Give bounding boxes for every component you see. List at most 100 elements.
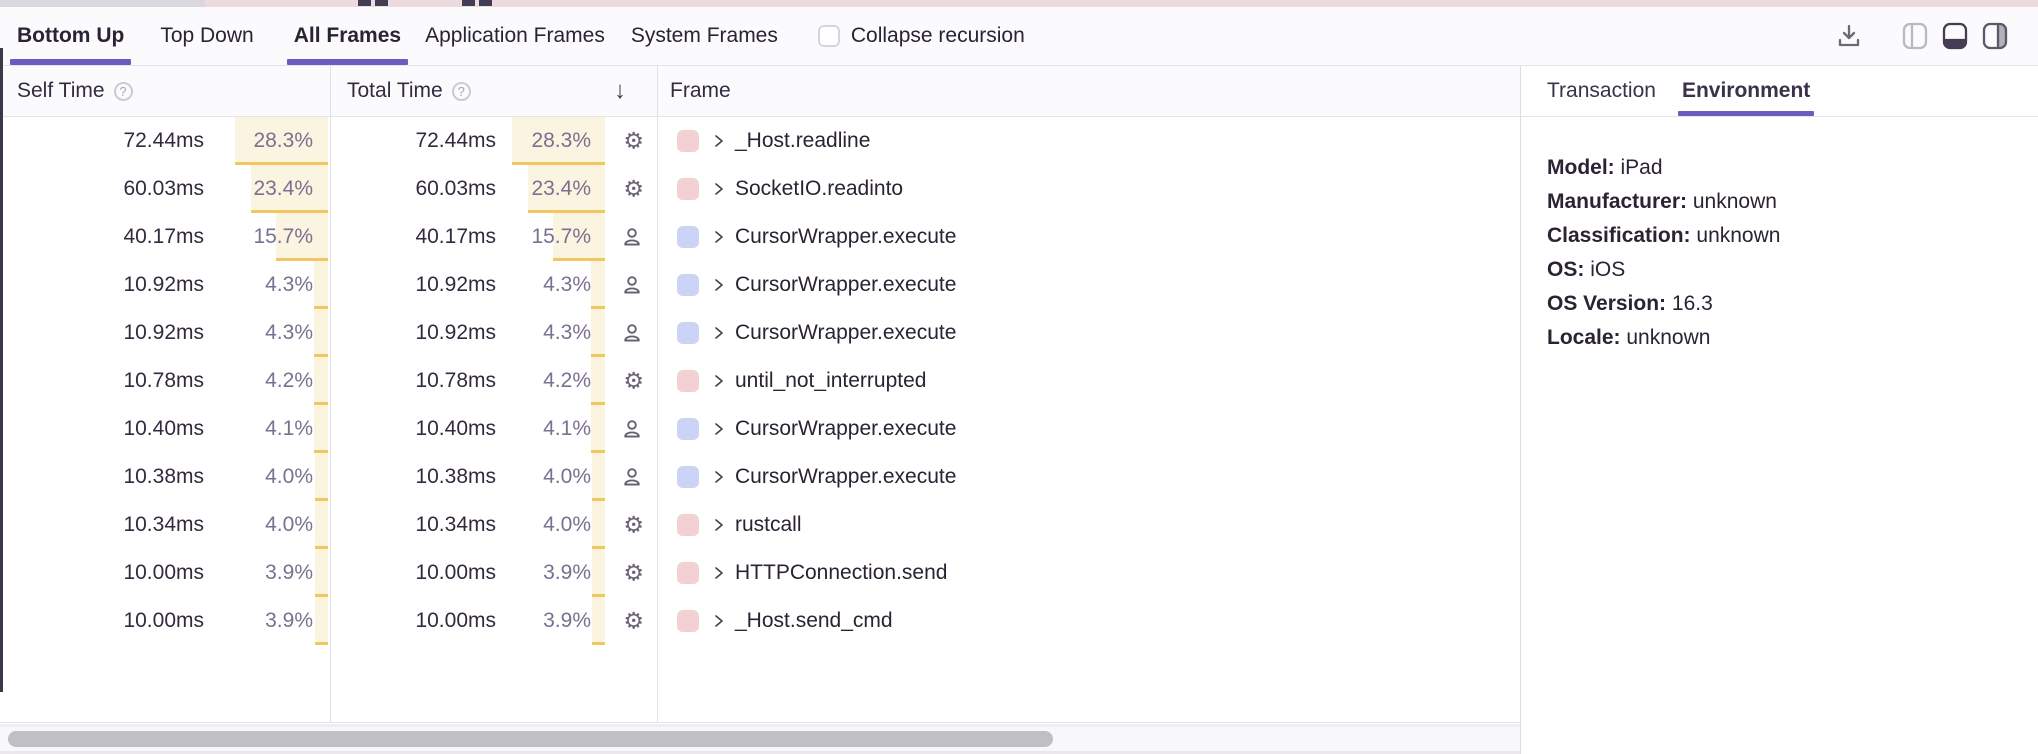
total-percent-bar bbox=[591, 261, 605, 309]
self-time-value: 10.92ms bbox=[123, 321, 204, 344]
table-row[interactable]: 60.03ms 23.4% 60.03ms 23.4% ⚙ SocketIO.r… bbox=[0, 165, 1520, 213]
layout-left-panel-icon[interactable] bbox=[1901, 21, 1929, 51]
environment-field: Classification: unknown bbox=[1547, 219, 2012, 253]
layout-bottom-panel-icon[interactable] bbox=[1941, 21, 1969, 51]
table-row[interactable]: 10.92ms 4.3% 10.92ms 4.3% bbox=[0, 309, 1520, 357]
frame-name[interactable]: CursorWrapper.execute bbox=[735, 273, 957, 296]
total-percent-bar bbox=[592, 549, 605, 597]
chevron-right-icon[interactable] bbox=[712, 565, 726, 581]
tab-environment[interactable]: Environment bbox=[1677, 66, 1815, 116]
total-time-cell: 10.92ms 4.3% bbox=[330, 261, 657, 309]
frame-name[interactable]: _Host.readline bbox=[735, 129, 871, 152]
column-divider bbox=[330, 66, 331, 723]
field-value: iOS bbox=[1590, 258, 1626, 281]
frame-color-swatch bbox=[677, 226, 699, 248]
flamegraph-minimap-strip[interactable] bbox=[0, 0, 2038, 7]
gear-icon: ⚙ bbox=[623, 559, 644, 586]
frame-color-swatch bbox=[677, 370, 699, 392]
minimap-segment bbox=[0, 0, 205, 7]
table-row[interactable]: 10.00ms 3.9% 10.00ms 3.9% ⚙ _Host.send_c… bbox=[0, 597, 1520, 645]
help-icon[interactable]: ? bbox=[451, 81, 471, 101]
field-label: Locale: bbox=[1547, 326, 1621, 349]
column-header-frame[interactable]: Frame bbox=[670, 79, 731, 102]
self-percent-value: 3.9% bbox=[265, 561, 313, 584]
frame-name[interactable]: CursorWrapper.execute bbox=[735, 321, 957, 344]
chevron-right-icon[interactable] bbox=[712, 469, 726, 485]
table-row[interactable]: 10.00ms 3.9% 10.00ms 3.9% ⚙ HTTPConnecti… bbox=[0, 549, 1520, 597]
gear-icon: ⚙ bbox=[623, 175, 644, 202]
table-row[interactable]: 10.40ms 4.1% 10.40ms 4.1% bbox=[0, 405, 1520, 453]
chevron-right-icon[interactable] bbox=[712, 373, 726, 389]
collapse-recursion-checkbox[interactable] bbox=[817, 25, 840, 47]
environment-field: OS: iOS bbox=[1547, 253, 2012, 287]
table-row[interactable]: 10.38ms 4.0% 10.38ms 4.0% bbox=[0, 453, 1520, 501]
tab-all-frames[interactable]: All Frames bbox=[286, 7, 409, 65]
user-icon bbox=[620, 321, 644, 345]
table-row[interactable]: 40.17ms 15.7% 40.17ms 15.7% bbox=[0, 213, 1520, 261]
frame-name[interactable]: CursorWrapper.execute bbox=[735, 465, 957, 488]
total-time-cell: 60.03ms 23.4% ⚙ bbox=[330, 165, 657, 213]
field-value: unknown bbox=[1696, 224, 1781, 247]
tab-bottom-up[interactable]: Bottom Up bbox=[9, 7, 132, 65]
self-time-value: 10.38ms bbox=[123, 465, 204, 488]
tab-transaction[interactable]: Transaction bbox=[1547, 79, 1656, 102]
self-time-value: 72.44ms bbox=[123, 129, 204, 152]
horizontal-scrollbar-thumb[interactable] bbox=[8, 731, 1053, 747]
chevron-right-icon[interactable] bbox=[712, 229, 726, 245]
chevron-right-icon[interactable] bbox=[712, 181, 726, 197]
table-row[interactable]: 72.44ms 28.3% 72.44ms 28.3% ⚙ _Host.read… bbox=[0, 117, 1520, 165]
self-percent-bar bbox=[235, 117, 328, 165]
frame-name[interactable]: CursorWrapper.execute bbox=[735, 417, 957, 440]
total-time-cell: 72.44ms 28.3% ⚙ bbox=[330, 117, 657, 165]
total-percent-value: 15.7% bbox=[531, 225, 591, 248]
column-header-total-time[interactable]: Total Time ? bbox=[347, 66, 471, 116]
field-value: 16.3 bbox=[1671, 292, 1713, 315]
total-percent-bar bbox=[592, 597, 605, 645]
frame-color-swatch bbox=[677, 514, 699, 536]
total-percent-value: 3.9% bbox=[543, 561, 591, 584]
user-icon bbox=[620, 465, 644, 489]
frame-name[interactable]: rustcall bbox=[735, 513, 802, 536]
vertical-scrollbar[interactable] bbox=[0, 48, 3, 692]
help-icon[interactable]: ? bbox=[113, 81, 133, 101]
frame-name[interactable]: CursorWrapper.execute bbox=[735, 225, 957, 248]
chevron-right-icon[interactable] bbox=[712, 325, 726, 341]
frame-name[interactable]: _Host.send_cmd bbox=[735, 609, 893, 632]
chevron-right-icon[interactable] bbox=[712, 517, 726, 533]
frame-color-swatch bbox=[677, 274, 699, 296]
tab-application-frames[interactable]: Application Frames bbox=[425, 24, 605, 47]
field-label: OS: bbox=[1547, 258, 1585, 281]
frame-cell: _Host.readline bbox=[657, 117, 1520, 165]
frame-cell: CursorWrapper.execute bbox=[657, 261, 1520, 309]
download-icon[interactable] bbox=[1834, 21, 1864, 51]
table-row[interactable]: 10.78ms 4.2% 10.78ms 4.2% ⚙ until_not_in… bbox=[0, 357, 1520, 405]
field-label: OS Version: bbox=[1547, 292, 1667, 315]
total-time-value: 10.34ms bbox=[415, 513, 496, 536]
table-row[interactable]: 10.92ms 4.3% 10.92ms 4.3% bbox=[0, 261, 1520, 309]
frame-name[interactable]: SocketIO.readinto bbox=[735, 177, 904, 200]
frame-color-swatch bbox=[677, 562, 699, 584]
chevron-right-icon[interactable] bbox=[712, 613, 726, 629]
layout-right-panel-icon[interactable] bbox=[1981, 21, 2009, 51]
collapse-recursion-toggle[interactable]: Collapse recursion bbox=[817, 7, 1025, 65]
self-percent-value: 4.3% bbox=[265, 273, 313, 296]
sort-desc-icon[interactable]: ↓ bbox=[614, 77, 626, 104]
table-row[interactable]: 10.34ms 4.0% 10.34ms 4.0% ⚙ rustcall bbox=[0, 501, 1520, 549]
self-percent-value: 4.3% bbox=[265, 321, 313, 344]
user-icon bbox=[620, 273, 644, 297]
self-percent-bar bbox=[314, 357, 328, 405]
total-time-value: 10.92ms bbox=[415, 321, 496, 344]
chevron-right-icon[interactable] bbox=[712, 277, 726, 293]
chevron-right-icon[interactable] bbox=[712, 133, 726, 149]
total-time-value: 10.92ms bbox=[415, 273, 496, 296]
self-time-value: 10.34ms bbox=[123, 513, 204, 536]
tab-system-frames[interactable]: System Frames bbox=[630, 24, 778, 47]
self-percent-value: 4.1% bbox=[265, 417, 313, 440]
frame-name[interactable]: until_not_interrupted bbox=[735, 369, 927, 392]
table-header: Self Time ? Total Time ? ↓ Frame bbox=[0, 66, 1520, 117]
chevron-right-icon[interactable] bbox=[712, 421, 726, 437]
self-percent-bar bbox=[315, 453, 328, 501]
column-header-self-time[interactable]: Self Time ? bbox=[17, 66, 133, 116]
tab-top-down[interactable]: Top Down bbox=[160, 24, 254, 47]
frame-name[interactable]: HTTPConnection.send bbox=[735, 561, 948, 584]
